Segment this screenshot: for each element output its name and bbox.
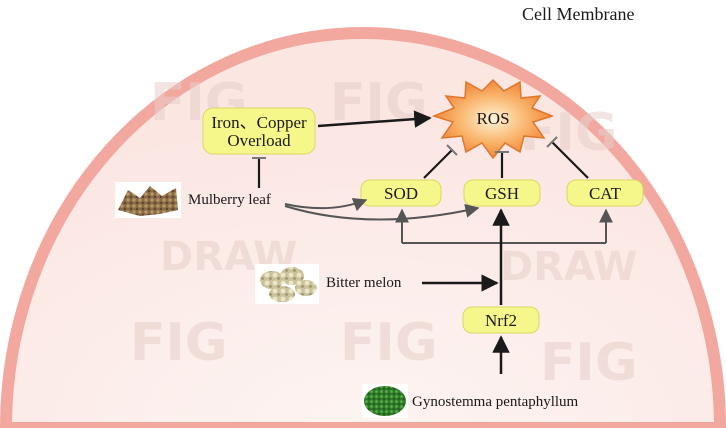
svg-text:FIG: FIG: [130, 313, 228, 373]
cat-label: CAT: [589, 184, 622, 203]
svg-text:FIG: FIG: [540, 333, 638, 393]
ros-starburst: [431, 78, 555, 160]
mulberry-inhibits-iron: [252, 157, 266, 188]
iron-copper-node: [202, 107, 316, 155]
sod-label: SOD: [384, 184, 418, 203]
nrf2-node: [462, 306, 540, 334]
cat-node: [566, 179, 644, 207]
bitter-melon-image: [255, 264, 319, 304]
cat-inhibits-ros: [546, 136, 589, 179]
gsh-label: GSH: [485, 184, 519, 203]
nrf2-label: Nrf2: [485, 311, 517, 330]
bitter-melon-label: Bitter melon: [326, 275, 402, 291]
gsh-inhibits-ros: [495, 151, 509, 178]
watermark: FIG FIG FIG DRAW DRAW FIG FIG FIG: [130, 73, 638, 393]
gsh-to-sod-cat-bracket: [395, 208, 613, 244]
svg-text:FIG: FIG: [340, 313, 438, 373]
ros-label: ROS: [476, 109, 509, 128]
mulberry-leaf-image: [115, 182, 181, 218]
mulberry-leaf-label: Mulberry leaf: [188, 192, 271, 208]
sod-node: [360, 179, 442, 207]
iron-copper-label-2: Overload: [227, 131, 291, 150]
cell-membrane: [0, 27, 726, 428]
mulberry-to-gsh-arrow: [284, 203, 480, 221]
gynostemma-label: Gynostemma pentaphyllum: [412, 394, 579, 410]
sod-inhibits-ros: [423, 144, 458, 179]
iron-to-ros-arrow: [317, 110, 432, 128]
mulberry-to-sod-arrow: [284, 198, 368, 212]
gsh-node: [463, 179, 541, 207]
cell-membrane-title: Cell Membrane: [522, 4, 634, 24]
iron-copper-label-1: Iron、Copper: [211, 113, 307, 132]
svg-text:DRAW: DRAW: [500, 244, 637, 290]
gynostemma-image: [362, 384, 408, 418]
